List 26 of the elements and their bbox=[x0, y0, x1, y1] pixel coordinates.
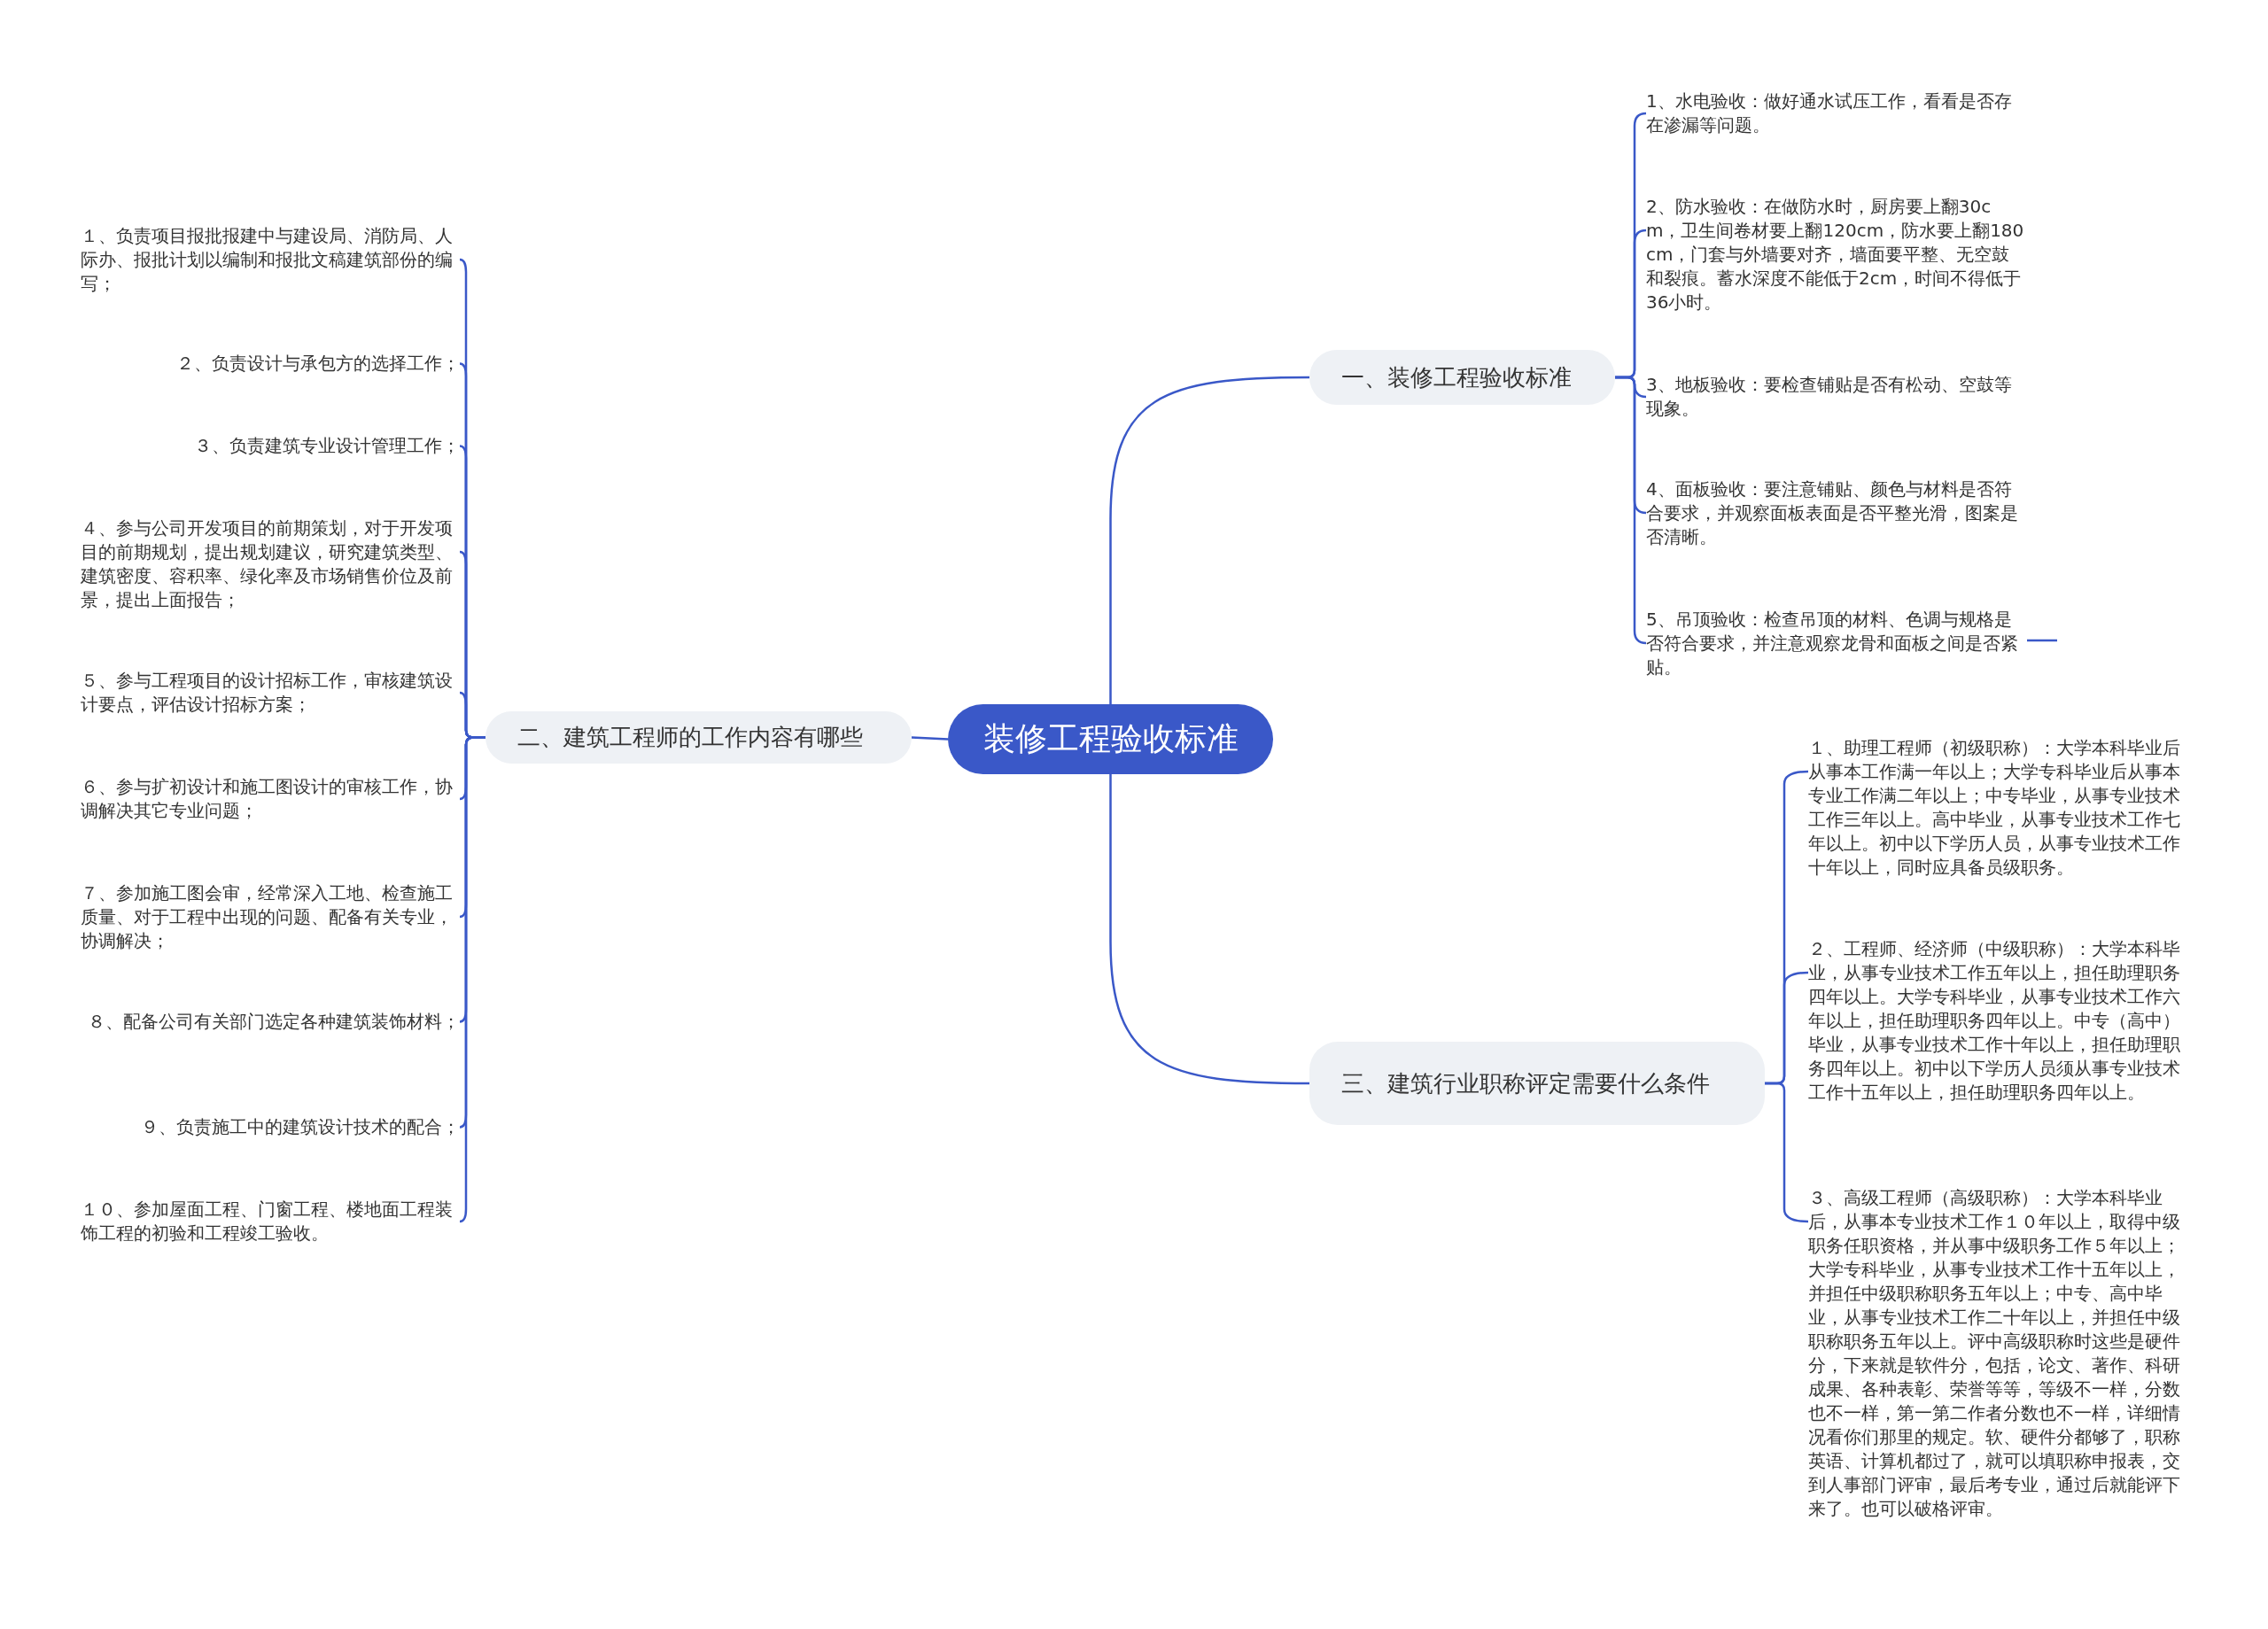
subtopic-text: １、助理工程师（初级职称）：大学本科毕业后从事本工作满一年以上；大学专科毕业后从事本专业工作满二年以上；中专毕业，从事专业技术工作三年以上。高中毕业，从事专业技术工作七年以上。初中以下学历人员，从事专业技术工作十年以上，同时应具备员级职务。 bbox=[1808, 736, 2187, 880]
subtopic-text: ３、负责建筑专业设计管理工作； bbox=[194, 434, 460, 458]
connector-line bbox=[911, 736, 949, 741]
subtopic-text: 4、面板验收：要注意铺贴、颜色与材料是否符合要求，并观察面板表面是否平整光滑，图案是否清晰。 bbox=[1646, 477, 2025, 549]
subtopic-text: 3、地板验收：要检查铺贴是否有松动、空鼓等现象。 bbox=[1646, 373, 2025, 421]
subtopic-text: 1、水电验收：做好通水试压工作，看看是否存在渗漏等问题。 bbox=[1646, 89, 2025, 137]
subtopic-text: ６、参与扩初设计和施工图设计的审核工作，协调解决其它专业问题； bbox=[81, 775, 460, 823]
subtopic-text: ７、参加施工图会审，经常深入工地、检查施工质量、对于工程中出现的问题、配备有关专业，协调解决； bbox=[81, 881, 460, 953]
subtopic-text: ２、负责设计与承包方的选择工作； bbox=[176, 352, 460, 376]
connector-line bbox=[1109, 774, 1309, 1085]
topic-box: 一、装修工程验收标准 bbox=[1309, 350, 1615, 405]
subtopic-text: ３、高级工程师（高级职称）：大学本科毕业后，从事本专业技术工作１０年以上，取得中级职务任职资格，并从事中级职务工作５年以上；大学专科毕业，从事专业技术工作十五年以上，并担任中级职称职务五年以上；中专、高中毕业，从事专业技术工作二十年以上，并担任中级职称职务五年以上。评中高级职称时这些是硬件分，下来就是软件分，包括，论文、著作、科研成果、各种表彰、荣誉等等，等级不一样，分数也不一样，第一第二作者分数也不一样，详细情况看你们那里的规定。软、硬件分都够了，职称英语、计算机都过了，就可以填职称申报表，交到人事部门评审，最后考专业，通过后就能评下来了。也可以破格评审。 bbox=[1808, 1186, 2187, 1521]
connector-line bbox=[1109, 376, 1309, 704]
subtopic-text: ４、参与公司开发项目的前期策划，对于开发项目的前期规划，提出规划建议，研究建筑类型、建筑密度、容积率、绿化率及市场销售价位及前景，提出上面报告； bbox=[81, 516, 460, 612]
subtopic-text: ２、工程师、经济师（中级职称）：大学本科毕业，从事专业技术工作五年以上，担任助理职务四年以上。大学专科毕业，从事专业技术工作六年以上，担任助理职务四年以上。中专（高中）毕业，从事专业技术工作十年以上，担任助理职务四年以上。初中以下学历人员须从事专业技术工作十五年以上，担任助理职务四年以上。 bbox=[1808, 937, 2187, 1105]
central-topic: 装修工程验收标准 bbox=[948, 704, 1273, 774]
connector-line bbox=[1615, 376, 1647, 645]
subtopic-text: １、负责项目报批报建中与建设局、消防局、人际办、报批计划以编制和报批文稿建筑部份的编写； bbox=[81, 224, 460, 296]
topic-box: 三、建筑行业职称评定需要什么条件 bbox=[1309, 1042, 1765, 1125]
subtopic-text: ９、负责施工中的建筑设计技术的配合； bbox=[141, 1115, 460, 1139]
subtopic-text: ８、配备公司有关部门选定各种建筑装饰材料； bbox=[88, 1010, 460, 1034]
topic-box: 二、建筑工程师的工作内容有哪些 bbox=[485, 711, 912, 764]
subtopic-text: 5、吊顶验收：检查吊顶的材料、色调与规格是否符合要求，并注意观察龙骨和面板之间是否紧贴。 bbox=[1646, 608, 2025, 679]
subtopic-text: 2、防水验收：在做防水时，厨房要上翻30cm，卫生间卷材要上翻120cm，防水要上翻180cm，门套与外墙要对齐，墙面要平整、无空鼓和裂痕。蓄水深度不能低于2cm，时间不得低于36小时。 bbox=[1646, 195, 2025, 314]
subtopic-text: １０、参加屋面工程、门窗工程、楼地面工程装饰工程的初验和工程竣工验收。 bbox=[81, 1198, 460, 1245]
subtopic-text: ５、参与工程项目的设计招标工作，审核建筑设计要点，评估设计招标方案； bbox=[81, 669, 460, 717]
